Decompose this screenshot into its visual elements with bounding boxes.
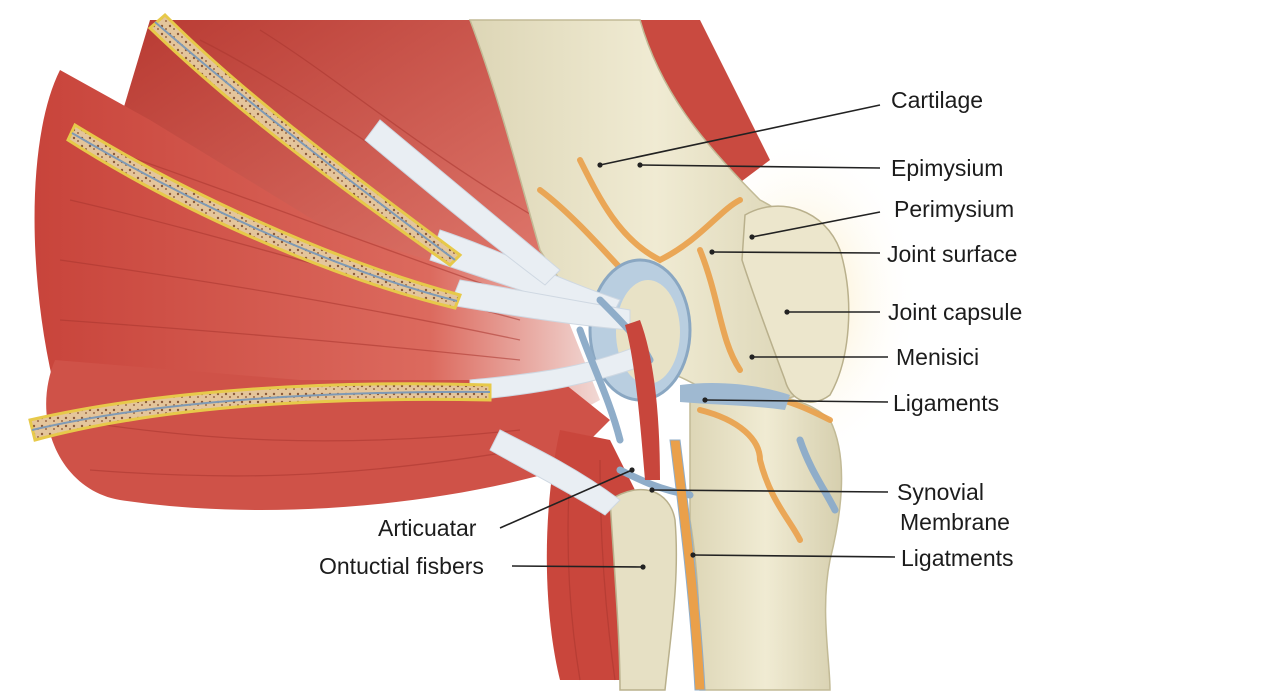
label-joint-surface: Joint surface xyxy=(887,241,1018,267)
label-ontuctial-fisbers: Ontuctial fisbers xyxy=(319,553,484,579)
label-synovial: Synovial xyxy=(897,479,984,505)
tibia-bone xyxy=(689,393,843,691)
label-joint-capsule: Joint capsule xyxy=(888,299,1023,325)
vertical-ligament xyxy=(669,439,706,691)
central-muscle-strip xyxy=(625,320,660,480)
label-menisici: Menisici xyxy=(896,344,980,370)
label-membrane: Membrane xyxy=(900,509,1010,535)
label-articuatar: Articuatar xyxy=(378,515,477,541)
tendon-top xyxy=(364,119,561,286)
tendon-lower xyxy=(489,429,621,516)
label-epimysium: Epimysium xyxy=(891,155,1004,181)
meniscus xyxy=(680,383,790,410)
fascicle-bundles xyxy=(28,12,492,442)
fibula-bone xyxy=(609,489,678,691)
patella-bone xyxy=(741,205,850,403)
label-cartilage: Cartilage xyxy=(891,87,984,113)
label-ligaments-lower: Ligatments xyxy=(901,545,1014,571)
label-perimysium: Perimysium xyxy=(894,196,1015,222)
label-ligaments-upper: Ligaments xyxy=(893,390,1000,416)
